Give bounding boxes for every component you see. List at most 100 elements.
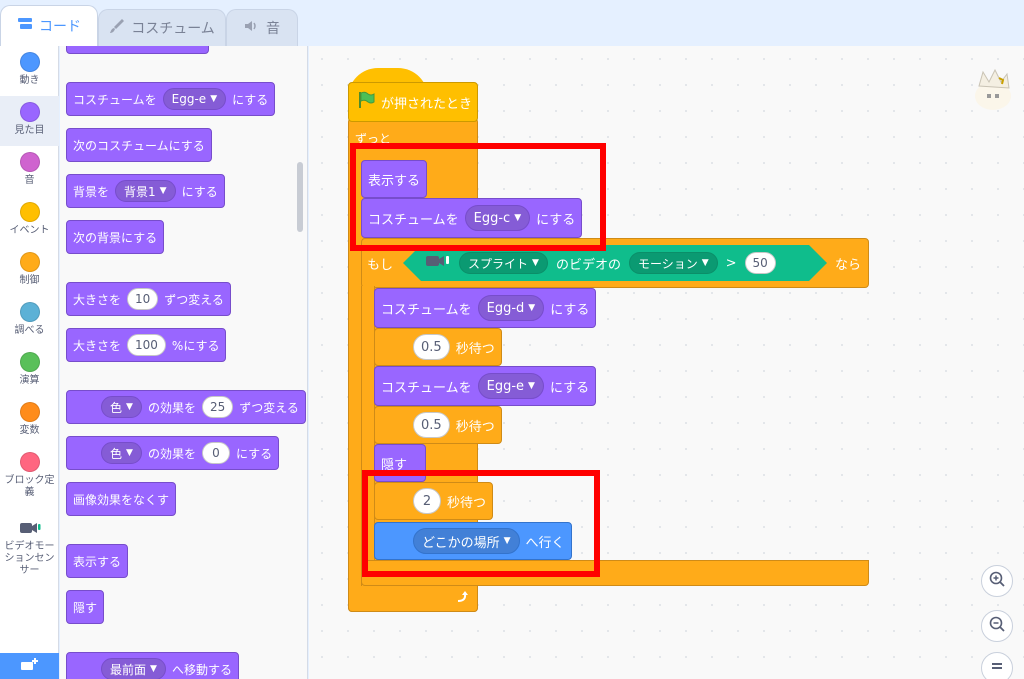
palette-show-block[interactable]: 表示する [66,544,129,578]
sound-dot-icon [19,152,40,172]
costume-dropdown[interactable]: Egg-c▼ [464,205,531,231]
wait-block[interactable]: 0.5 秒待つ [374,406,502,444]
palette-switch-backdrop-block[interactable]: 背景を 背景1▼ にする [66,174,225,208]
dropdown-value: Egg-e [486,378,525,394]
zoom-in-button[interactable] [981,565,1013,597]
category-sound[interactable]: 音 [0,146,59,196]
category-label: 調べる [14,325,45,336]
palette-go-to-layer-block[interactable]: 最前面▼ へ移動する [66,652,239,679]
wait-block[interactable]: 0.5 秒待つ [374,328,502,366]
switch-costume-block[interactable]: コスチュームを Egg-c▼ にする [361,198,583,238]
tab-code[interactable]: コード [0,5,98,46]
tab-costumes[interactable]: コスチューム [98,9,226,46]
block-text: 大きさを [73,292,122,307]
palette-partial-block[interactable] [66,46,209,54]
chevron-down-icon: ▼ [532,258,539,268]
palette-set-size-block[interactable]: 大きさを 100 %にする [66,328,227,362]
zoom-reset-button[interactable] [981,652,1013,679]
block-text: 秒待つ [447,495,487,511]
video-motion-condition[interactable]: スプライト▼ のビデオの モーション▼ > 50 [403,245,827,281]
palette-scrollbar[interactable] [297,162,303,232]
category-looks[interactable]: 見た目 [0,96,59,146]
block-text: 秒待つ [455,341,495,357]
target-dropdown[interactable]: どこかの場所▼ [413,528,520,554]
block-text: 画像効果をなくす [73,492,170,507]
effect-dropdown[interactable]: 色▼ [101,442,142,464]
category-control[interactable]: 制御 [0,246,59,296]
size-input[interactable]: 100 [127,334,166,356]
costume-dropdown[interactable]: Egg-d▼ [477,295,545,321]
zoom-reset-icon [989,658,1005,678]
sensing-dot-icon [19,302,40,322]
block-text: 背景を [73,184,110,199]
category-label: ブロック定義 [4,475,55,498]
palette-next-backdrop-block[interactable]: 次の背景にする [66,220,165,254]
effect-dropdown[interactable]: 色▼ [101,396,142,418]
switch-costume-block[interactable]: コスチュームを Egg-d▼ にする [374,288,597,328]
chevron-down-icon: ▼ [514,213,522,223]
chevron-down-icon: ▼ [503,536,511,546]
go-to-block[interactable]: どこかの場所▼ へ行く [374,522,572,560]
then-label: なら [835,252,861,274]
sprite-dropdown[interactable]: スプライト▼ [459,252,548,274]
block-text: の効果を [147,446,196,461]
palette-hide-block[interactable]: 隠す [66,590,105,624]
seconds-input[interactable]: 0.5 [413,412,450,438]
category-my-blocks[interactable]: ブロック定義 [0,446,59,502]
category-events[interactable]: イベント [0,196,59,246]
category-video-sensing[interactable]: ビデオモーションセンサー [0,512,59,592]
palette-clear-effects-block[interactable]: 画像効果をなくす [66,482,177,516]
backdrop-dropdown[interactable]: 背景1▼ [115,180,176,202]
wait-block[interactable]: 2 秒待つ [374,482,494,520]
block-text: ずつ変える [164,292,224,307]
seconds-input[interactable]: 2 [413,488,441,514]
zoom-out-button[interactable] [981,610,1013,642]
attribute-dropdown[interactable]: モーション▼ [629,252,718,274]
tab-sounds[interactable]: 音 [226,9,298,46]
show-block[interactable]: 表示する [361,160,427,198]
add-extension-icon [19,656,41,676]
switch-costume-block[interactable]: コスチュームを Egg-e▼ にする [374,366,597,406]
control-dot-icon [19,252,40,272]
dropdown-value: モーション [637,256,698,271]
looks-dot-icon [19,102,40,122]
block-text: 大きさを [73,338,122,353]
block-text: コスチュームを [73,92,157,107]
layer-dropdown[interactable]: 最前面▼ [101,658,166,679]
palette-switch-costume-block[interactable]: コスチュームを Egg-e▼ にする [66,82,276,116]
when-flag-clicked-block[interactable]: が押されたとき [348,82,478,122]
egg-sprite-icon [969,64,1017,114]
block-text: 隠す [381,457,408,473]
threshold-input[interactable]: 50 [745,252,776,274]
block-palette: コスチュームを Egg-e▼ にする 次のコスチュームにする 背景を 背景1▼ … [60,46,308,679]
palette-change-effect-block[interactable]: 色▼ の効果を 25 ずつ変える [66,390,306,424]
category-operators[interactable]: 演算 [0,346,59,396]
costume-dropdown[interactable]: Egg-e▼ [162,88,227,110]
chevron-down-icon: ▼ [126,448,133,458]
palette-next-costume-block[interactable]: 次のコスチュームにする [66,128,212,162]
category-motion[interactable]: 動き [0,46,59,96]
script-workspace[interactable]: ずっと が押されたとき 表示する コスチュームを Egg-c▼ にする もし な… [309,46,1024,679]
dropdown-value: 色 [110,400,123,415]
size-input[interactable]: 10 [127,288,159,310]
motion-dot-icon [19,52,40,72]
block-text: にする [232,92,269,107]
category-variables[interactable]: 変数 [0,396,59,446]
block-text: コスチュームを [381,302,472,318]
tab-label: コスチューム [131,21,215,37]
chevron-down-icon: ▼ [159,186,167,196]
chevron-down-icon: ▼ [126,402,133,412]
dropdown-value: 色 [110,446,123,461]
palette-set-effect-block[interactable]: 色▼ の効果を 0 にする [66,436,280,470]
costume-dropdown[interactable]: Egg-e▼ [477,373,544,399]
add-extension-button[interactable] [0,653,59,679]
dropdown-value: スプライト [468,256,529,271]
my-blocks-dot-icon [19,452,40,472]
category-sensing[interactable]: 調べる [0,296,59,346]
dropdown-value: Egg-c [473,210,511,226]
block-text: コスチュームを [368,212,459,228]
effect-input[interactable]: 25 [201,396,234,418]
effect-input[interactable]: 0 [201,442,230,464]
seconds-input[interactable]: 0.5 [413,334,450,360]
palette-change-size-block[interactable]: 大きさを 10 ずつ変える [66,282,231,316]
